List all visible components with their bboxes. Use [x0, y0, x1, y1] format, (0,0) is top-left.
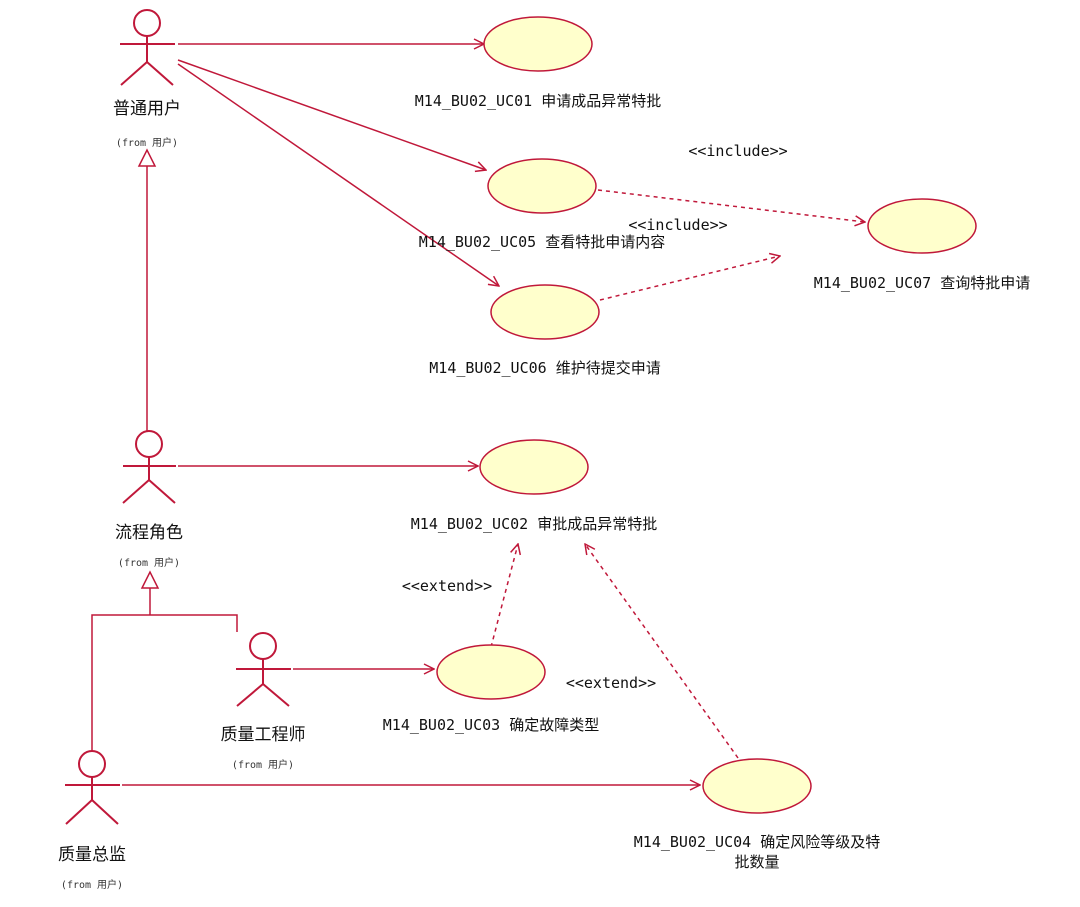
actor-head-icon — [135, 430, 163, 458]
usecase-ellipse — [483, 16, 593, 72]
actor-name: 质量工程师 — [221, 725, 306, 745]
usecase-label: M14_BU02_UC05 查看特批申请内容 — [419, 233, 665, 251]
actor-from: (from 用户) — [116, 136, 178, 149]
actor-head-icon — [78, 750, 106, 778]
stereotype-include: <<include>> — [628, 216, 727, 234]
usecase-uc04[interactable]: M14_BU02_UC04 确定风险等级及特 批数量 — [634, 758, 880, 871]
usecase-ellipse — [702, 758, 812, 814]
usecase-label: M14_BU02_UC04 确定风险等级及特 — [634, 833, 880, 851]
usecase-uc06[interactable]: M14_BU02_UC06 维护待提交申请 — [429, 284, 661, 377]
usecase-label-line2: 批数量 — [734, 853, 779, 871]
generalization-branch-lines[interactable] — [91, 614, 238, 752]
actor-quality-engineer[interactable]: 质量工程师 (from 用户) — [221, 632, 306, 771]
usecase-label: M14_BU02_UC02 审批成品异常特批 — [411, 515, 657, 533]
usecase-uc03[interactable]: M14_BU02_UC03 确定故障类型 — [383, 644, 599, 734]
actor-from: (from 用户) — [61, 878, 123, 891]
actor-from: (from 用户) — [118, 556, 180, 569]
usecase-label: M14_BU02_UC07 查询特批申请 — [814, 274, 1030, 292]
stereotype-extend: <<extend>> — [566, 674, 656, 692]
actor-normal-user[interactable]: 普通用户 (from 用户) — [113, 9, 181, 149]
actor-process-role[interactable]: 流程角色 (from 用户) — [115, 430, 183, 569]
actor-head-icon — [249, 632, 277, 660]
usecase-uc05[interactable]: M14_BU02_UC05 查看特批申请内容 — [419, 158, 665, 251]
include-uc06-uc07[interactable] — [599, 256, 780, 301]
extend-uc03-uc02[interactable] — [490, 544, 518, 648]
usecase-ellipse — [479, 439, 589, 495]
actor-head-icon — [133, 9, 161, 37]
usecase-ellipse — [490, 284, 600, 340]
usecase-ellipse — [436, 644, 546, 700]
assoc-normal-user-uc05[interactable] — [177, 59, 486, 170]
include-uc05-uc07[interactable] — [597, 189, 865, 222]
usecase-label: M14_BU02_UC03 确定故障类型 — [383, 716, 599, 734]
usecase-label: M14_BU02_UC06 维护待提交申请 — [429, 359, 660, 377]
usecase-ellipse — [867, 198, 977, 254]
usecase-uc02[interactable]: M14_BU02_UC02 审批成品异常特批 — [411, 439, 657, 533]
actor-name: 流程角色 — [115, 523, 183, 543]
actor-quality-director[interactable]: 质量总监 (from 用户) — [58, 750, 126, 891]
usecase-ellipse — [487, 158, 597, 214]
stereotype-include: <<include>> — [688, 142, 787, 160]
stereotype-extend: <<extend>> — [402, 577, 492, 595]
extend-uc04-uc02[interactable] — [585, 544, 739, 759]
assoc-normal-user-uc06[interactable] — [177, 63, 499, 286]
usecase-uc07[interactable]: M14_BU02_UC07 查询特批申请 — [814, 198, 1030, 292]
usecase-label: M14_BU02_UC01 申请成品异常特批 — [415, 92, 661, 110]
actor-name: 质量总监 — [58, 845, 126, 865]
usecase-uc01[interactable]: M14_BU02_UC01 申请成品异常特批 — [415, 16, 661, 110]
actor-name: 普通用户 — [113, 99, 181, 119]
actor-from: (from 用户) — [232, 758, 294, 771]
